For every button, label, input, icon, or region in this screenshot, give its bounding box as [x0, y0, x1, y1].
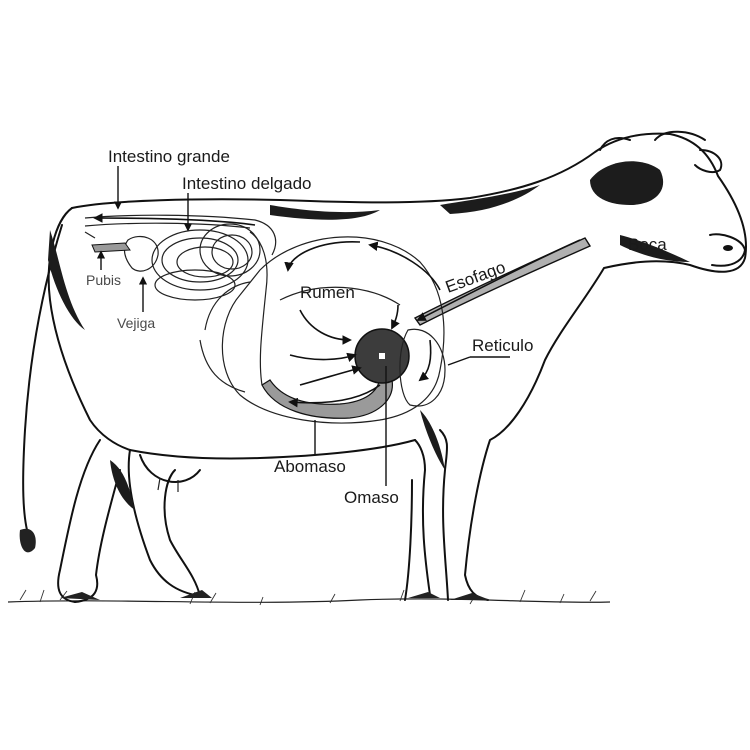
- label-small-intestine: Intestino delgado: [182, 174, 312, 193]
- label-bladder: Vejiga: [117, 315, 155, 331]
- esophagus-tube: [413, 237, 592, 326]
- label-abomasum: Abomaso: [274, 457, 346, 476]
- label-omasum: Omaso: [344, 488, 399, 507]
- label-reticulum: Reticulo: [472, 336, 533, 355]
- bladder-shape: [123, 235, 159, 272]
- reticulum-outline: [399, 328, 446, 407]
- label-pubis: Pubis: [86, 272, 121, 288]
- label-large-intestine: Intestino grande: [108, 147, 230, 166]
- digestive-system: [84, 213, 592, 424]
- ground: [7, 589, 611, 606]
- small-intestine-coils: [151, 223, 268, 386]
- label-mouth: Boca: [628, 235, 667, 254]
- large-intestine: [84, 214, 277, 256]
- label-rumen: Rumen: [300, 283, 355, 302]
- labels: Intestino grande Intestino delgado Pubis…: [86, 147, 667, 507]
- cow-patches: [48, 161, 690, 510]
- cow-body: [19, 132, 747, 603]
- rumen-outline: [221, 236, 445, 424]
- abomasum-shape: [261, 377, 393, 419]
